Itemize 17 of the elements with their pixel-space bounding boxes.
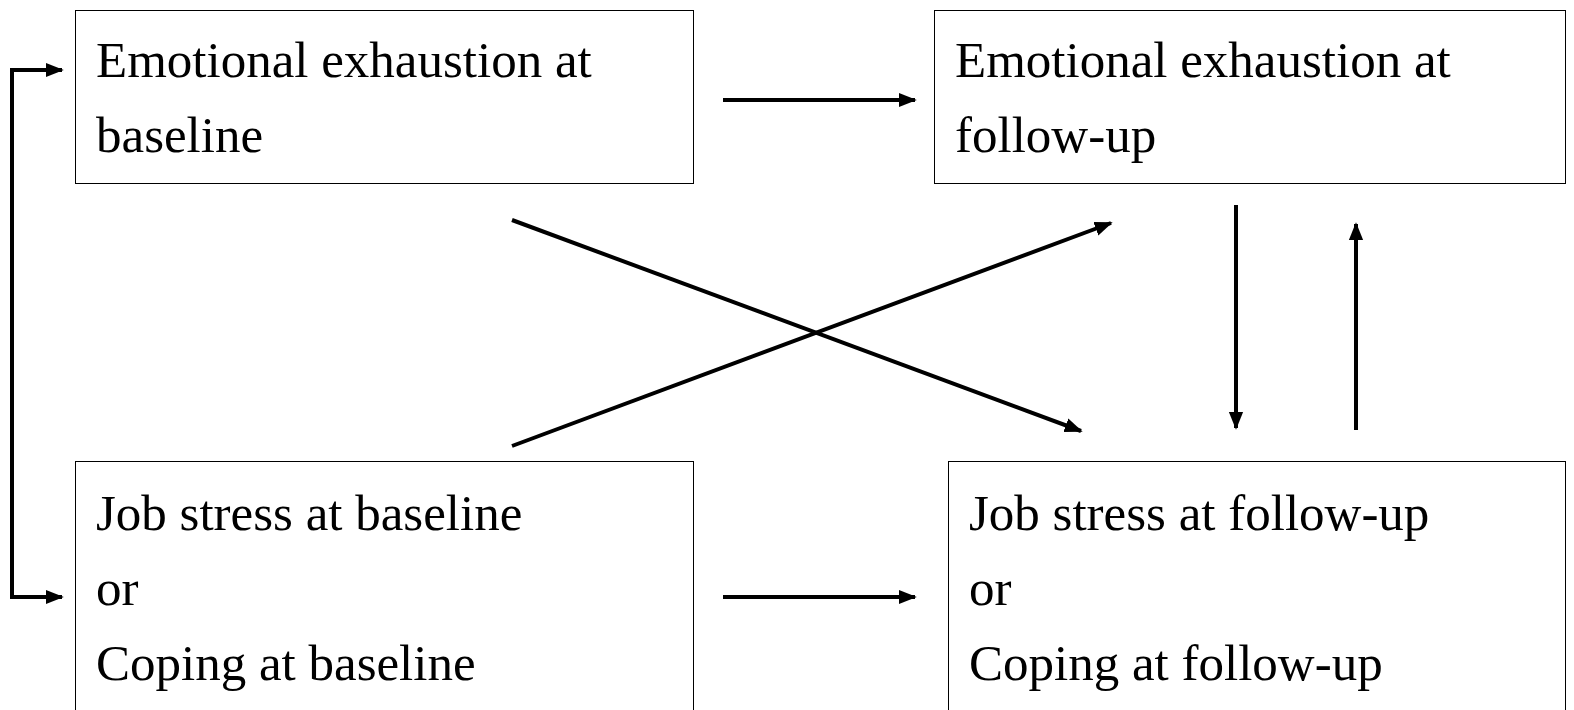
box-label: Job stress at follow-up [969,484,1431,543]
box-label: Coping at baseline [96,634,477,693]
arrow [723,92,917,108]
box-label: Coping at follow-up [969,634,1384,693]
text-box [75,10,694,184]
arrow [1348,222,1364,430]
text-box [948,461,1566,710]
box-label: or [96,559,140,618]
box-label: Emotional exhaustion at follow-up [955,31,1452,165]
box-label: or [969,559,1013,618]
arrow [1228,205,1244,430]
arrow [723,589,917,605]
text-box [75,461,694,710]
box-label: Job stress at baseline [96,484,524,543]
text-box [934,10,1566,184]
box-label: Emotional exhaustion at baseline [96,31,593,165]
arrow [10,62,64,605]
